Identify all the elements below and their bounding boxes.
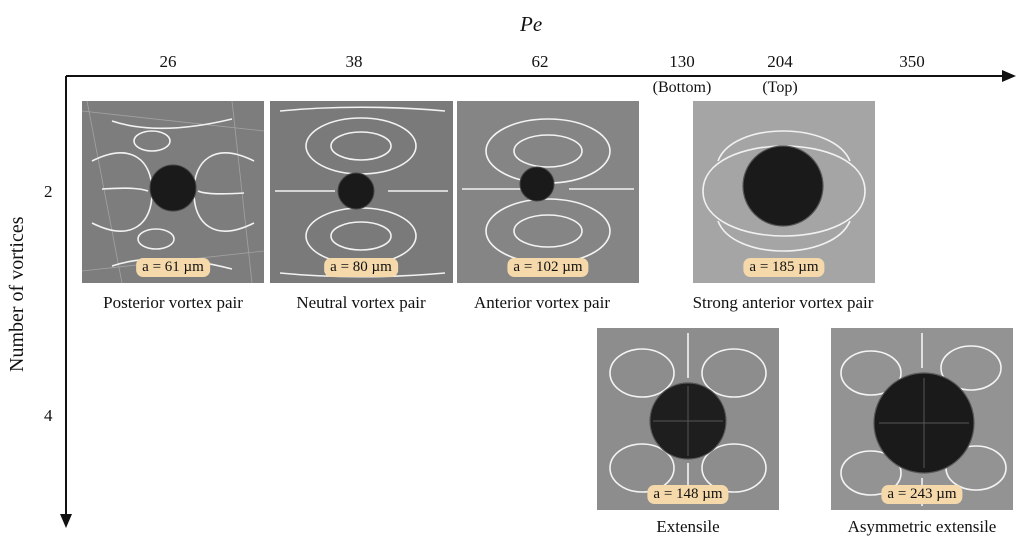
x-tick-38: 38 bbox=[345, 52, 363, 71]
panel-caption-extensile: Extensile bbox=[656, 517, 720, 536]
streamlines-anterior bbox=[457, 101, 639, 283]
flow-panel-asymmetric-extensile: a = 243 µm bbox=[831, 328, 1013, 510]
panel-caption-anterior: Anterior vortex pair bbox=[474, 293, 610, 312]
x-subtick-top: (Top) bbox=[762, 79, 798, 96]
x-tick-204: 204 bbox=[767, 52, 793, 71]
radius-badge: a = 185 µm bbox=[743, 258, 825, 277]
streamlines-asymmetric-extensile bbox=[831, 328, 1013, 510]
x-tick-62: 62 bbox=[531, 52, 549, 71]
radius-badge: a = 243 µm bbox=[881, 485, 963, 504]
x-axis-title: Pe bbox=[520, 12, 543, 36]
x-tick-350: 350 bbox=[899, 52, 925, 71]
y-axis-arrowhead bbox=[60, 514, 72, 528]
y-axis-title: Number of vortices bbox=[6, 216, 28, 372]
flow-panel-neutral: a = 80 µm bbox=[270, 101, 453, 283]
panel-caption-asymmetric-extensile: Asymmetric extensile bbox=[847, 517, 997, 536]
radius-badge: a = 80 µm bbox=[324, 258, 398, 277]
flow-panel-strong-anterior: a = 185 µm bbox=[693, 101, 875, 283]
radius-badge: a = 102 µm bbox=[507, 258, 589, 277]
x-tick-26: 26 bbox=[159, 52, 177, 71]
panel-caption-strong-anterior: Strong anterior vortex pair bbox=[692, 293, 874, 312]
panel-caption-neutral: Neutral vortex pair bbox=[296, 293, 426, 312]
streamlines-posterior bbox=[82, 101, 264, 283]
flow-panel-anterior: a = 102 µm bbox=[457, 101, 639, 283]
streamlines-extensile bbox=[597, 328, 779, 510]
x-axis-arrowhead bbox=[1002, 70, 1016, 82]
y-tick-2: 2 bbox=[44, 182, 53, 201]
y-tick-4: 4 bbox=[44, 406, 53, 425]
x-tick-130: 130 bbox=[669, 52, 695, 71]
streamlines-neutral bbox=[270, 101, 453, 283]
radius-badge: a = 61 µm bbox=[136, 258, 210, 277]
x-subtick-bottom: (Bottom) bbox=[652, 79, 712, 96]
panel-caption-posterior: Posterior vortex pair bbox=[103, 293, 243, 312]
streamlines-strong-anterior bbox=[693, 101, 875, 283]
flow-panel-posterior: a = 61 µm bbox=[82, 101, 264, 283]
radius-badge: a = 148 µm bbox=[647, 485, 729, 504]
flow-panel-extensile: a = 148 µm bbox=[597, 328, 779, 510]
